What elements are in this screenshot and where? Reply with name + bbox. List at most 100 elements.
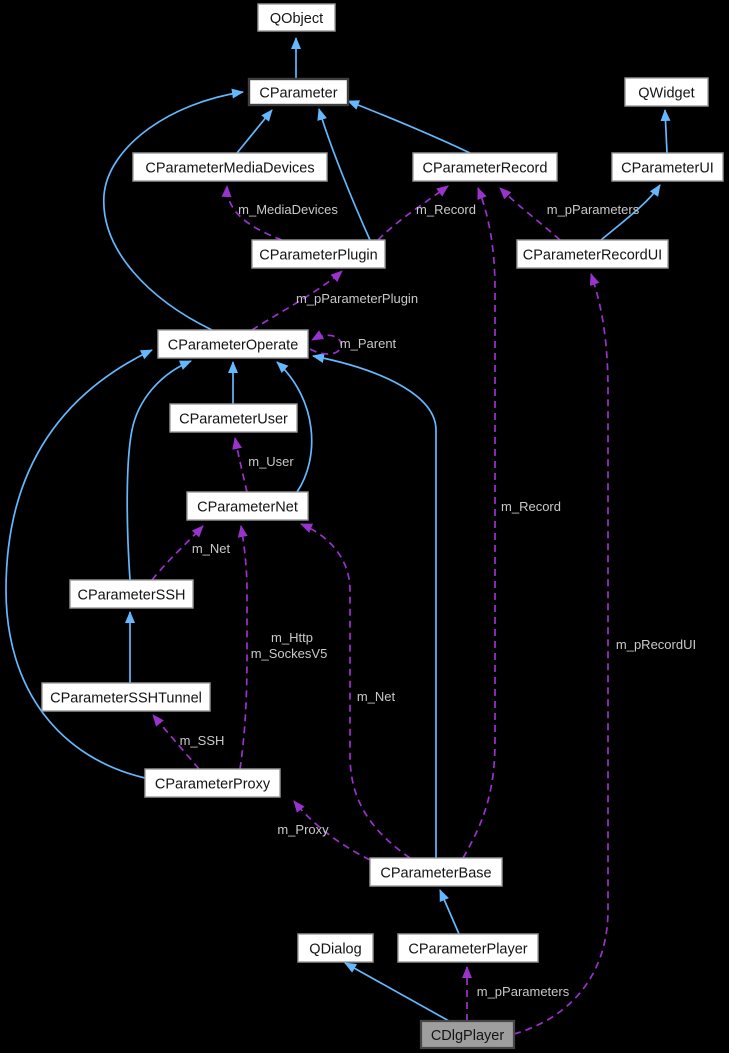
node-QWidget[interactable]: QWidget — [624, 77, 709, 107]
edge-line — [660, 109, 671, 154]
edge-net-to-operate — [276, 361, 313, 493]
node-box[interactable] — [516, 239, 669, 269]
edge-mediadevices-to-cparameter — [236, 109, 273, 154]
edge-line — [151, 525, 204, 581]
node-label: CParameterNet — [197, 500, 298, 516]
edge-proxy-uses-sshtunnel: m_SSH — [152, 714, 225, 770]
node-label: CParameterUser — [179, 412, 288, 428]
node-CParameterSSH[interactable]: CParameterSSH — [69, 579, 194, 609]
node-box[interactable] — [41, 682, 211, 712]
node-CDlgPlayer[interactable]: CDlgPlayer — [419, 1019, 516, 1050]
node-box[interactable] — [257, 3, 336, 32]
node-box[interactable] — [412, 152, 558, 182]
edge-line — [236, 109, 273, 154]
node-label: CParameterRecordUI — [523, 248, 662, 264]
node-label: CParameterBase — [380, 866, 491, 882]
node-box[interactable] — [624, 77, 709, 107]
node-box[interactable] — [419, 1019, 516, 1050]
node-box[interactable] — [611, 152, 724, 182]
node-CParameterNet[interactable]: CParameterNet — [186, 491, 309, 521]
edge-plugin-to-cparameter — [317, 108, 371, 241]
node-CParameterProxy[interactable]: CParameterProxy — [144, 768, 281, 798]
edge-label: m_MediaDevices — [238, 202, 338, 217]
node-CParameterMediaDevices[interactable]: CParameterMediaDevices — [132, 152, 328, 182]
edge-label: m_Proxy — [277, 822, 329, 837]
edge-label: m_SSH — [180, 733, 225, 748]
node-CParameterRecord[interactable]: CParameterRecord — [412, 152, 558, 182]
node-CParameterBase[interactable]: CParameterBase — [369, 857, 503, 887]
edge-ssh-to-operate — [126, 360, 192, 581]
edge-label: m_Record — [416, 202, 476, 217]
edge-label: m_pParameters — [477, 984, 570, 999]
node-label: CParameterProxy — [155, 777, 271, 793]
node-box[interactable] — [157, 329, 309, 359]
node-label: CDlgPlayer — [431, 1028, 504, 1044]
node-box[interactable] — [297, 933, 374, 963]
edge-line — [5, 349, 153, 779]
edge-label: m_Record — [501, 499, 561, 514]
node-CParameter[interactable]: CParameter — [247, 77, 350, 107]
node-box[interactable] — [397, 933, 539, 963]
edge-base-uses-net: m_Net — [300, 523, 411, 859]
edge-label: m_pParameters — [547, 202, 640, 217]
edge-line — [347, 100, 471, 154]
node-CParameterPlugin[interactable]: CParameterPlugin — [251, 239, 386, 269]
edge-player-to-base — [439, 889, 460, 935]
edge-dlgplayer-to-qdialog — [344, 962, 450, 1022]
node-label: CParameterRecord — [423, 161, 548, 177]
edge-line — [439, 889, 460, 935]
edge-line — [300, 523, 411, 859]
node-CParameterUI[interactable]: CParameterUI — [611, 152, 724, 182]
node-CParameterSSHTunnel[interactable]: CParameterSSHTunnel — [41, 682, 211, 712]
edge-line — [152, 714, 200, 770]
edge-plugin-uses-record: m_Record — [377, 185, 476, 241]
node-box[interactable] — [247, 77, 350, 107]
node-label: CParameter — [259, 86, 337, 102]
node-CParameterOperate[interactable]: CParameterOperate — [157, 329, 309, 359]
edge-label: m_User — [248, 454, 294, 469]
node-box[interactable] — [69, 579, 194, 609]
edge-label: m_Parent — [340, 336, 397, 351]
edge-line — [344, 962, 450, 1022]
edge-line — [600, 184, 661, 241]
edge-recordui-uses-record: m_pParameters — [499, 187, 640, 241]
node-QDialog[interactable]: QDialog — [297, 933, 374, 963]
edge-label: m_Http — [271, 630, 313, 645]
node-CParameterRecordUI[interactable]: CParameterRecordUI — [516, 239, 669, 269]
edge-line — [317, 108, 371, 241]
node-label: QDialog — [309, 942, 361, 958]
edge-line — [293, 800, 371, 861]
node-box[interactable] — [369, 857, 503, 887]
edge-ui-to-qwidget — [660, 109, 671, 154]
edge-line — [126, 360, 192, 581]
edge-ssh-uses-net: m_Net — [151, 525, 231, 581]
node-label: QObject — [270, 11, 323, 27]
edge-line — [237, 525, 248, 770]
edge-line — [276, 361, 313, 493]
node-QObject[interactable]: QObject — [257, 3, 336, 32]
node-label: CParameterMediaDevices — [145, 161, 314, 177]
edge-recordui-to-ui — [600, 184, 661, 241]
node-label: CParameterUI — [621, 161, 714, 177]
edge-base-uses-proxy: m_Proxy — [277, 800, 371, 861]
node-box[interactable] — [144, 768, 281, 798]
node-box[interactable] — [186, 491, 309, 521]
node-CParameterPlayer[interactable]: CParameterPlayer — [397, 933, 539, 963]
node-CParameterUser[interactable]: CParameterUser — [169, 403, 298, 433]
node-box[interactable] — [132, 152, 328, 182]
node-box[interactable] — [251, 239, 386, 269]
edge-line — [221, 185, 283, 241]
edge-plugin-uses-mediadevices: m_MediaDevices — [221, 185, 338, 241]
edge-operate-uses-plugin: m_pParameterPlugin — [251, 270, 418, 331]
edge-operate-to-cparameter — [103, 88, 244, 331]
node-label: CParameterOperate — [168, 338, 299, 354]
edge-proxy-to-operate — [5, 349, 153, 779]
node-box[interactable] — [169, 403, 298, 433]
node-label: CParameterSSHTunnel — [50, 691, 202, 707]
edge-record-to-cparameter — [347, 100, 471, 154]
edge-operate-self-parent: m_Parent — [309, 330, 397, 355]
edge-line — [103, 88, 244, 331]
